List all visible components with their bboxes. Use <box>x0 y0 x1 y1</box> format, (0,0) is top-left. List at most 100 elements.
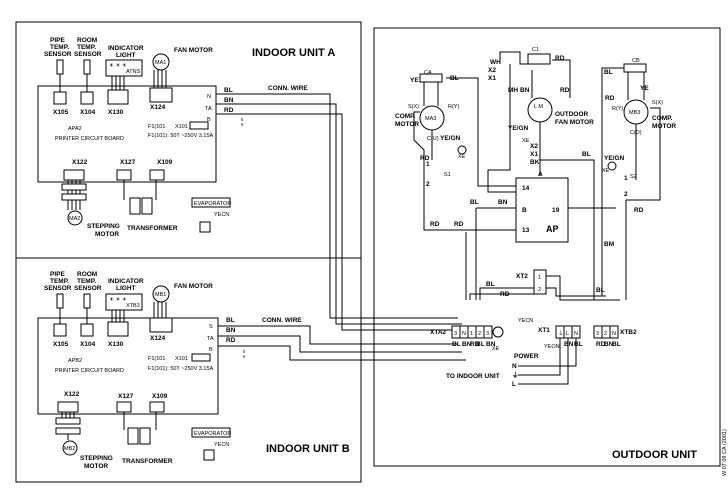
svg-text:N: N <box>574 331 578 337</box>
svg-text:BN: BN <box>226 327 236 334</box>
xt2-wires <box>469 275 620 301</box>
svg-text:ATNS: ATNS <box>126 69 141 75</box>
svg-text:INDICATOR: INDICATOR <box>108 45 144 52</box>
svg-text:BN: BN <box>564 341 574 348</box>
svg-text:2: 2 <box>604 331 607 337</box>
svg-text:N: N <box>512 363 517 370</box>
svg-text:X2: X2 <box>488 67 496 74</box>
svg-text:EVAPORATOR: EVAPORATOR <box>194 201 231 207</box>
svg-text:TA: TA <box>205 106 212 112</box>
svg-text:XE: XE <box>492 346 500 352</box>
indoor-a-pcb <box>37 85 217 183</box>
svg-text:RD: RD <box>555 55 565 62</box>
svg-text:N: N <box>207 94 211 100</box>
svg-text:X122: X122 <box>72 159 88 166</box>
svg-text:XE: XE <box>602 168 610 174</box>
svg-text:BL: BL <box>604 69 613 76</box>
svg-text:N: N <box>462 331 466 337</box>
indoor-b-transformer-icon <box>123 412 157 445</box>
svg-text:F1(101: F1(101 <box>148 356 165 362</box>
svg-text:RD: RD <box>226 337 236 344</box>
svg-text:CONN. WIRE: CONN. WIRE <box>262 317 302 324</box>
svg-text:WH: WH <box>490 59 501 66</box>
svg-text:BL: BL <box>612 341 621 348</box>
outdoor-frame <box>373 27 721 467</box>
xtb-left-terminals: 2 3 <box>475 325 493 339</box>
svg-text:COMP.: COMP. <box>652 115 673 122</box>
svg-text:MB3: MB3 <box>629 110 640 116</box>
indoor-b-room-sensor-icon <box>83 293 91 309</box>
svg-text:2: 2 <box>426 181 430 188</box>
svg-text:BL: BL <box>470 199 479 206</box>
indoor-a-transformer-icon <box>123 180 157 215</box>
xt2-block <box>533 269 547 295</box>
svg-text:X124: X124 <box>150 104 166 111</box>
svg-text:XE: XE <box>458 154 466 160</box>
svg-text:YE/GN: YE/GN <box>508 125 529 132</box>
svg-text:BL: BL <box>452 341 461 348</box>
indoor-b-evaporator <box>191 427 231 438</box>
svg-text:F1(101): 50T ~250V 3.15A: F1(101): 50T ~250V 3.15A <box>148 366 214 372</box>
svg-text:X2: X2 <box>530 143 538 150</box>
xtb2-terminals: 3 2 N <box>593 325 619 339</box>
svg-text:X105: X105 <box>53 109 69 116</box>
svg-text:X127: X127 <box>120 159 136 166</box>
svg-text:2: 2 <box>624 191 628 198</box>
indoor-b-pipe-sensor-label: PIPE TEMP. SENSOR <box>44 271 72 292</box>
svg-text:B: B <box>209 347 213 353</box>
indoor-a-indicator-label: INDICATOR LIGHT <box>108 45 144 59</box>
comp-b-wires <box>601 67 661 300</box>
svg-text:⏚: ⏚ <box>558 330 564 337</box>
outdoor-title: OUTDOOR UNIT <box>612 449 697 461</box>
svg-text:STEPPING: STEPPING <box>80 455 113 462</box>
svg-text:MA2: MA2 <box>69 216 80 222</box>
svg-text:ROOM: ROOM <box>77 271 97 278</box>
svg-text:BL: BL <box>476 341 485 348</box>
svg-text:YE/GN: YE/GN <box>440 135 461 142</box>
comp-a-wires <box>413 77 516 231</box>
svg-text:MA1: MA1 <box>155 60 166 66</box>
svg-text:☀ ☀ ☀: ☀ ☀ ☀ <box>109 296 127 303</box>
svg-text:X124: X124 <box>150 335 166 342</box>
svg-text:L: L <box>512 381 516 388</box>
svg-text:PIPE: PIPE <box>50 37 65 44</box>
indoor-b-pcb <box>37 317 219 415</box>
svg-text:RD: RD <box>420 155 430 162</box>
svg-text:1: 1 <box>470 331 473 337</box>
svg-text:STEPPING: STEPPING <box>87 223 120 230</box>
fan-wires <box>487 51 571 193</box>
svg-text:XT2: XT2 <box>516 273 528 280</box>
svg-text:BL: BL <box>574 341 583 348</box>
svg-text:APB2: APB2 <box>68 358 82 364</box>
to-indoor-label: TO INDOOR UNIT <box>446 373 500 380</box>
svg-text:X130: X130 <box>108 341 124 348</box>
indoor-a-room-sensor-icon <box>83 59 91 75</box>
svg-text:PRINTER CIRCUIT BOARD: PRINTER CIRCUIT BOARD <box>55 368 124 374</box>
svg-text:B: B <box>522 207 527 214</box>
svg-text:13: 13 <box>522 227 530 234</box>
svg-text:X104: X104 <box>80 109 96 116</box>
power-label: POWER <box>514 353 539 360</box>
svg-text:RD: RD <box>454 221 464 228</box>
svg-text:OUTDOOR: OUTDOOR <box>555 111 589 118</box>
svg-text:ROOM: ROOM <box>77 37 97 44</box>
svg-text:XTB3: XTB3 <box>126 303 140 309</box>
svg-text:MB1: MB1 <box>155 292 166 298</box>
footer-code: W 07.09 CA (2001) <box>722 429 728 476</box>
indoor-a-evaporator <box>191 197 231 208</box>
svg-text:RD: RD <box>634 207 644 214</box>
svg-text:X105: X105 <box>53 341 69 348</box>
svg-text:X109: X109 <box>152 393 168 400</box>
svg-text:S(X): S(X) <box>408 104 419 110</box>
svg-text:X101: X101 <box>175 124 188 130</box>
svg-text:BL: BL <box>226 317 235 324</box>
svg-text:MOTOR: MOTOR <box>395 121 419 128</box>
svg-text:CB: CB <box>632 58 640 64</box>
svg-text:3: 3 <box>596 331 599 337</box>
svg-text:XE: XE <box>522 138 530 144</box>
svg-text:AP: AP <box>546 224 559 234</box>
svg-text:SENSOR: SENSOR <box>44 51 72 58</box>
ap-wires <box>465 159 616 300</box>
svg-text:CONN. WIRE: CONN. WIRE <box>268 85 308 92</box>
